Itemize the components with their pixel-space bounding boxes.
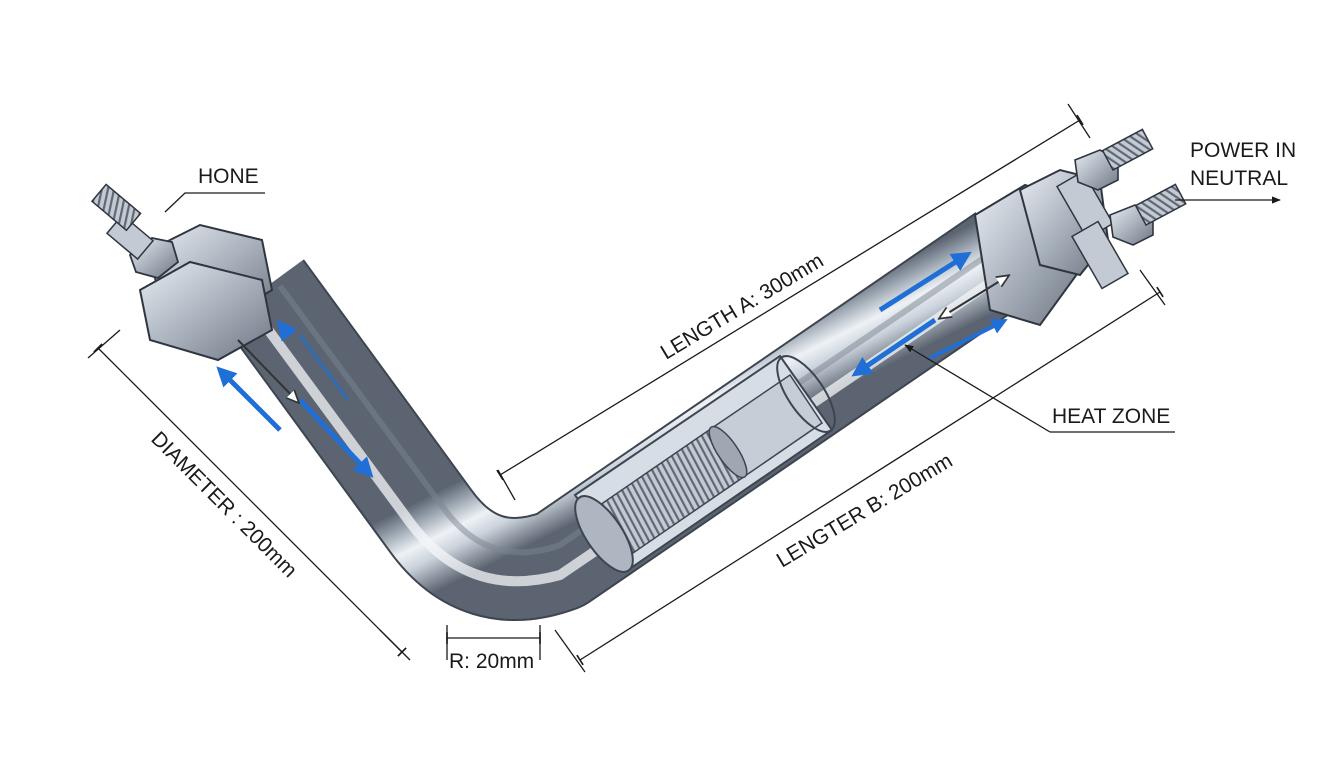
dimension-lines [87,103,1166,673]
label-diameter: DIAMETER : 200mm [146,427,301,582]
label-radius: R: 20mm [449,650,534,673]
heating-tube [220,212,1035,621]
left-terminal-fitting [90,183,274,362]
label-hone: HONE [198,165,259,188]
leader-lines [164,192,1281,433]
label-power-in: POWER IN [1190,139,1296,162]
label-heat-zone: HEAT ZONE [1052,405,1170,428]
label-length-b: LENGTER B: 200mm [773,449,957,572]
label-neutral: NEUTRAL [1190,167,1288,190]
